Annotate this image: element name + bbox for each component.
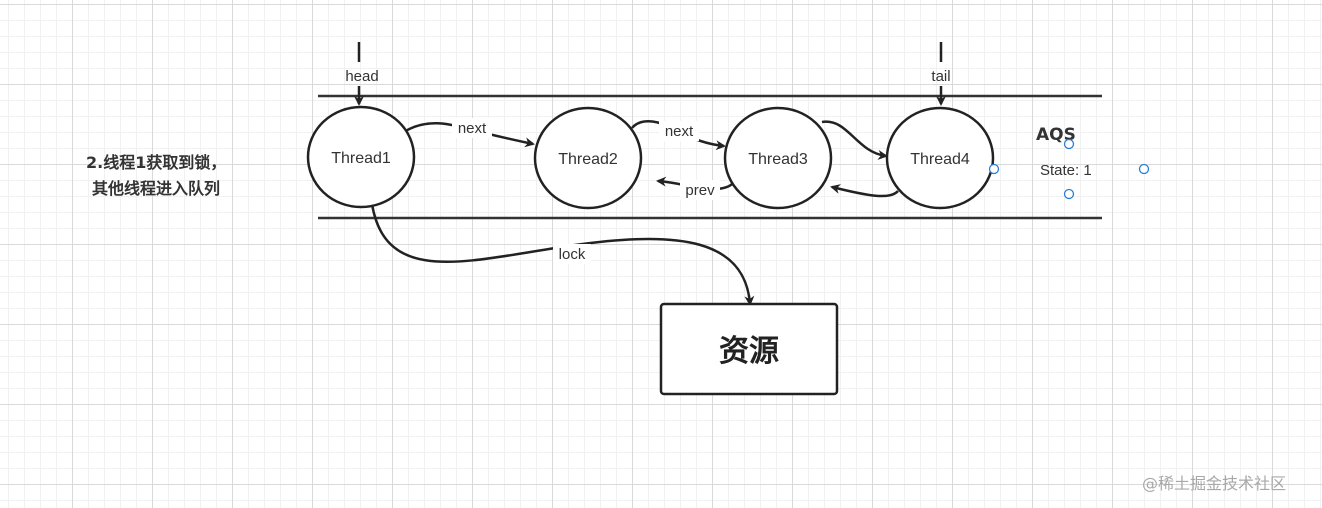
resource-label: 资源 — [719, 334, 779, 369]
head-pointer: head — [345, 42, 379, 106]
next-label-2-bg — [659, 121, 699, 141]
thread-node-1[interactable]: Thread1 — [306, 105, 416, 209]
thread-node-4[interactable]: Thread4 — [885, 106, 995, 210]
thread-node-2[interactable]: Thread2 — [533, 106, 643, 210]
caption-line-1: 2.线程1获取到锁， — [86, 153, 227, 172]
thread-node-4-shape — [885, 106, 995, 210]
next-label-2: next — [665, 123, 694, 140]
thread-node-3[interactable]: Thread3 — [723, 106, 833, 210]
thread4-to-thread3-edge — [830, 184, 899, 198]
thread-node-1-shape — [306, 105, 416, 209]
caption-line-2: 其他线程进入队列 — [92, 179, 221, 198]
thread-node-2-shape — [533, 106, 643, 210]
thread-node-2-label: Thread2 — [558, 151, 618, 168]
aqs-state: State: 1 — [1040, 162, 1092, 179]
prev-label-bg — [680, 180, 720, 200]
next-label-1-bg — [452, 118, 492, 138]
selection-handle-bottom[interactable] — [1063, 188, 1075, 200]
aqs-info[interactable]: AQS State: 1 — [1036, 125, 1092, 179]
thread3-to-thread4-edge — [821, 120, 888, 160]
thread-node-3-label: Thread3 — [748, 151, 808, 168]
thread-node-1-label: Thread1 — [331, 150, 391, 167]
head-label: head — [345, 68, 378, 85]
selection-handle-right[interactable] — [1138, 163, 1150, 175]
lock-label: lock — [559, 246, 586, 263]
resource-box-shape — [659, 302, 839, 396]
tail-label: tail — [931, 68, 950, 85]
resource-box[interactable]: 资源 — [659, 302, 839, 396]
lock-label-bg — [553, 244, 591, 264]
caption: 2.线程1获取到锁， 其他线程进入队列 — [86, 150, 286, 202]
selection-handle-left[interactable] — [988, 163, 1000, 175]
prev-label: prev — [685, 182, 715, 199]
thread-node-4-label: Thread4 — [910, 151, 970, 168]
selection-handle-top[interactable] — [1063, 138, 1075, 150]
watermark: @稀土掘金技术社区 — [1142, 474, 1287, 493]
tail-pointer: tail — [931, 42, 951, 106]
thread-node-3-shape — [723, 106, 833, 210]
next-label-1: next — [458, 120, 487, 137]
